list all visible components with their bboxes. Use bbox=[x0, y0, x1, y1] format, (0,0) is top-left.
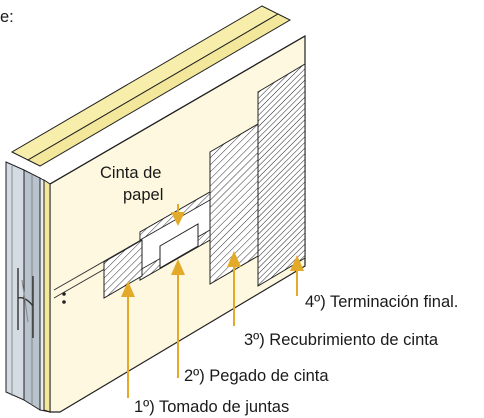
arrow-step4 bbox=[290, 255, 304, 296]
header-fragment: e: bbox=[0, 8, 14, 26]
back-board-edge bbox=[26, 13, 292, 167]
screw-lower bbox=[62, 300, 66, 304]
label-step3: 3º) Recubrimiento de cinta bbox=[244, 331, 439, 349]
label-step2: 2º) Pegado de cinta bbox=[184, 367, 329, 385]
label-cinta-line2: papel bbox=[123, 186, 163, 204]
paper-tape-inner bbox=[159, 223, 199, 269]
finish-panel bbox=[257, 63, 306, 287]
arrow-cinta bbox=[171, 204, 185, 226]
label-step1: 1º) Tomado de juntas bbox=[134, 398, 289, 416]
label-cinta-line1: Cinta de bbox=[100, 164, 161, 182]
screw-upper bbox=[62, 292, 66, 296]
label-step4: 4º) Terminación final. bbox=[305, 293, 458, 311]
arrow-step3 bbox=[227, 251, 241, 326]
joint-fill-strip bbox=[103, 239, 143, 299]
arrow-step2 bbox=[171, 259, 185, 378]
metal-stud bbox=[5, 161, 51, 413]
arrow-step1 bbox=[121, 281, 135, 398]
